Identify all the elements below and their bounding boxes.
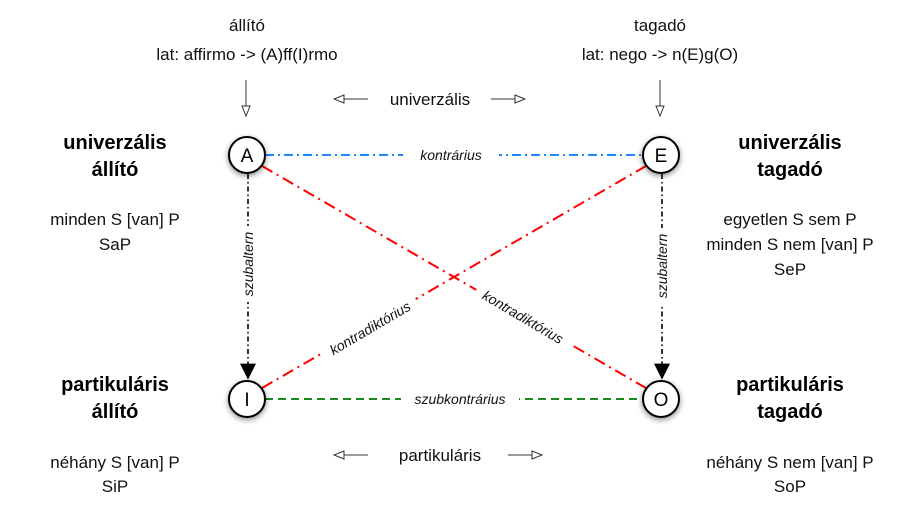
svg-text:minden S [van] P: minden S [van] P xyxy=(50,210,179,229)
corner-o: partikuláris tagadó néhány S nem [van] P… xyxy=(706,374,873,496)
node-o: O xyxy=(642,380,680,418)
negate-latin: lat: nego -> n(E)g(O) xyxy=(582,45,738,64)
corner-i: partikuláris állító néhány S [van] P SiP xyxy=(50,374,179,496)
affirm-latin: lat: affirmo -> (A)ff(I)rmo xyxy=(156,45,337,64)
affirm-title: állító xyxy=(229,16,265,35)
svg-text:I: I xyxy=(244,390,249,411)
svg-text:néhány S nem [van] P: néhány S nem [van] P xyxy=(706,453,873,472)
svg-text:A: A xyxy=(241,146,254,167)
node-i: I xyxy=(228,380,266,418)
svg-text:tagadó: tagadó xyxy=(757,159,823,181)
negate-title: tagadó xyxy=(634,16,686,35)
svg-text:SeP: SeP xyxy=(774,260,806,279)
subcontrary-label: szubkontrárius xyxy=(414,391,505,407)
corner-a: univerzális állító minden S [van] P SaP xyxy=(50,132,179,254)
svg-text:SoP: SoP xyxy=(774,477,806,496)
svg-text:állító: állító xyxy=(92,401,139,423)
svg-text:egyetlen S sem P: egyetlen S sem P xyxy=(723,210,856,229)
contrary-label: kontrárius xyxy=(420,147,481,163)
node-a: A xyxy=(228,136,266,174)
node-e: E xyxy=(642,136,680,174)
contradictory-label-ao: kontradiktórius xyxy=(480,287,567,347)
svg-text:univerzális: univerzális xyxy=(63,132,166,154)
svg-text:tagadó: tagadó xyxy=(757,401,823,423)
contradictory-label-ie: kontradiktórius xyxy=(327,298,414,358)
svg-text:partikuláris: partikuláris xyxy=(736,374,844,396)
svg-text:partikuláris: partikuláris xyxy=(61,374,169,396)
svg-text:állító: állító xyxy=(92,159,139,181)
svg-text:néhány S [van] P: néhány S [van] P xyxy=(50,453,179,472)
svg-text:O: O xyxy=(654,390,669,411)
subaltern-label-right: szubaltern xyxy=(654,233,670,298)
svg-text:minden S nem [van] P: minden S nem [van] P xyxy=(706,235,873,254)
svg-text:SaP: SaP xyxy=(99,235,131,254)
svg-text:univerzális: univerzális xyxy=(738,132,841,154)
svg-text:SiP: SiP xyxy=(102,477,128,496)
particular-label: partikuláris xyxy=(399,446,481,465)
svg-text:E: E xyxy=(655,146,668,167)
subaltern-label-left: szubaltern xyxy=(240,231,256,296)
corner-e: univerzális tagadó egyetlen S sem P mind… xyxy=(706,132,873,279)
universal-label: univerzális xyxy=(390,90,470,109)
